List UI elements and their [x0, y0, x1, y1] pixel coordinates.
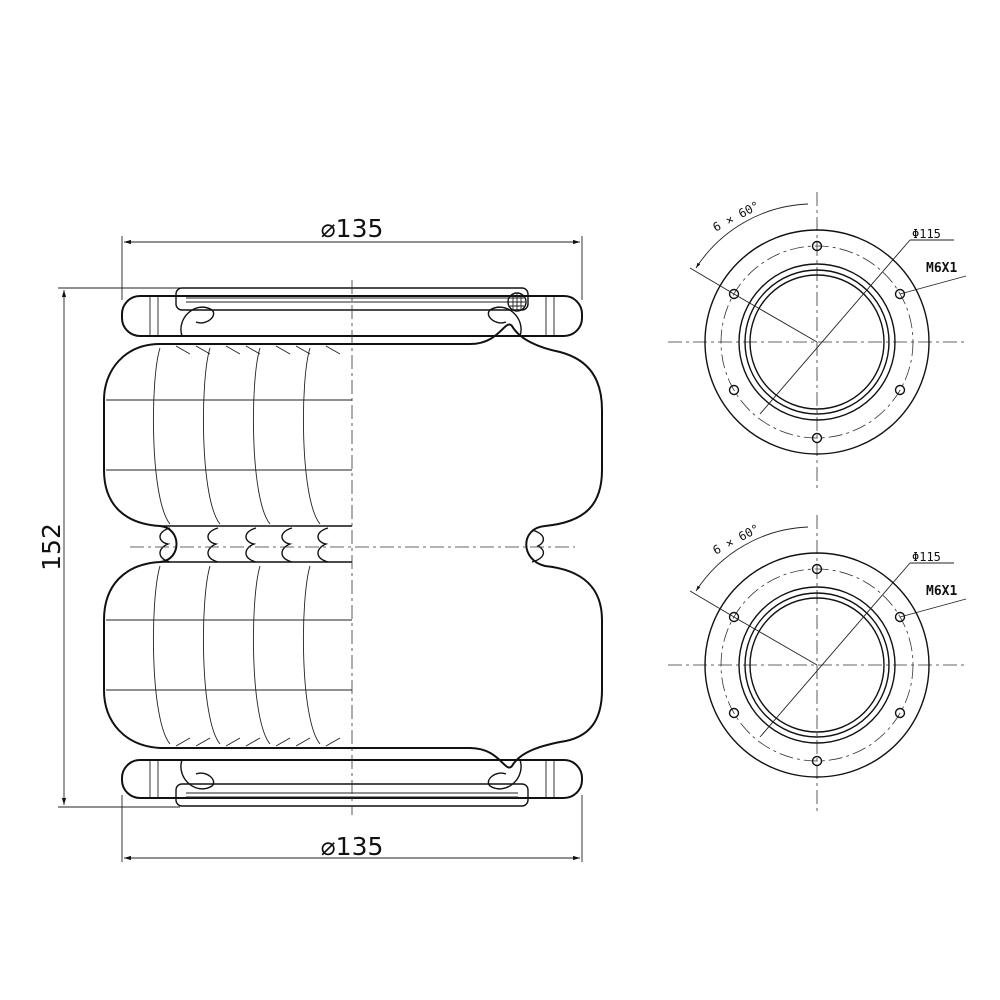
plan-view-bottom: 6 × 60° Φ115 M6X1 [668, 515, 968, 815]
bolt-angle-label: 6 × 60° [711, 521, 762, 557]
height-dimension: 152 [37, 287, 180, 808]
bolt-circle-label: Φ115 [912, 550, 941, 564]
thread-label: M6X1 [926, 261, 957, 276]
side-view: ⌀135 ⌀135 152 [37, 214, 603, 862]
plan-view-top: 6 × 60° Φ115 M6X1 [668, 192, 968, 492]
bottom-diameter-label: ⌀135 [321, 832, 384, 861]
thread-label: M6X1 [926, 584, 957, 599]
top-diameter-dimension: ⌀135 [121, 214, 583, 300]
bellows-section-left [106, 345, 545, 747]
bolt-angle-label: 6 × 60° [711, 198, 762, 234]
bolt-circle-label: Φ115 [912, 227, 941, 241]
height-label: 152 [37, 523, 66, 571]
top-diameter-label: ⌀135 [321, 214, 384, 243]
bottom-diameter-dimension: ⌀135 [121, 795, 583, 862]
bellows-outline [103, 323, 603, 769]
